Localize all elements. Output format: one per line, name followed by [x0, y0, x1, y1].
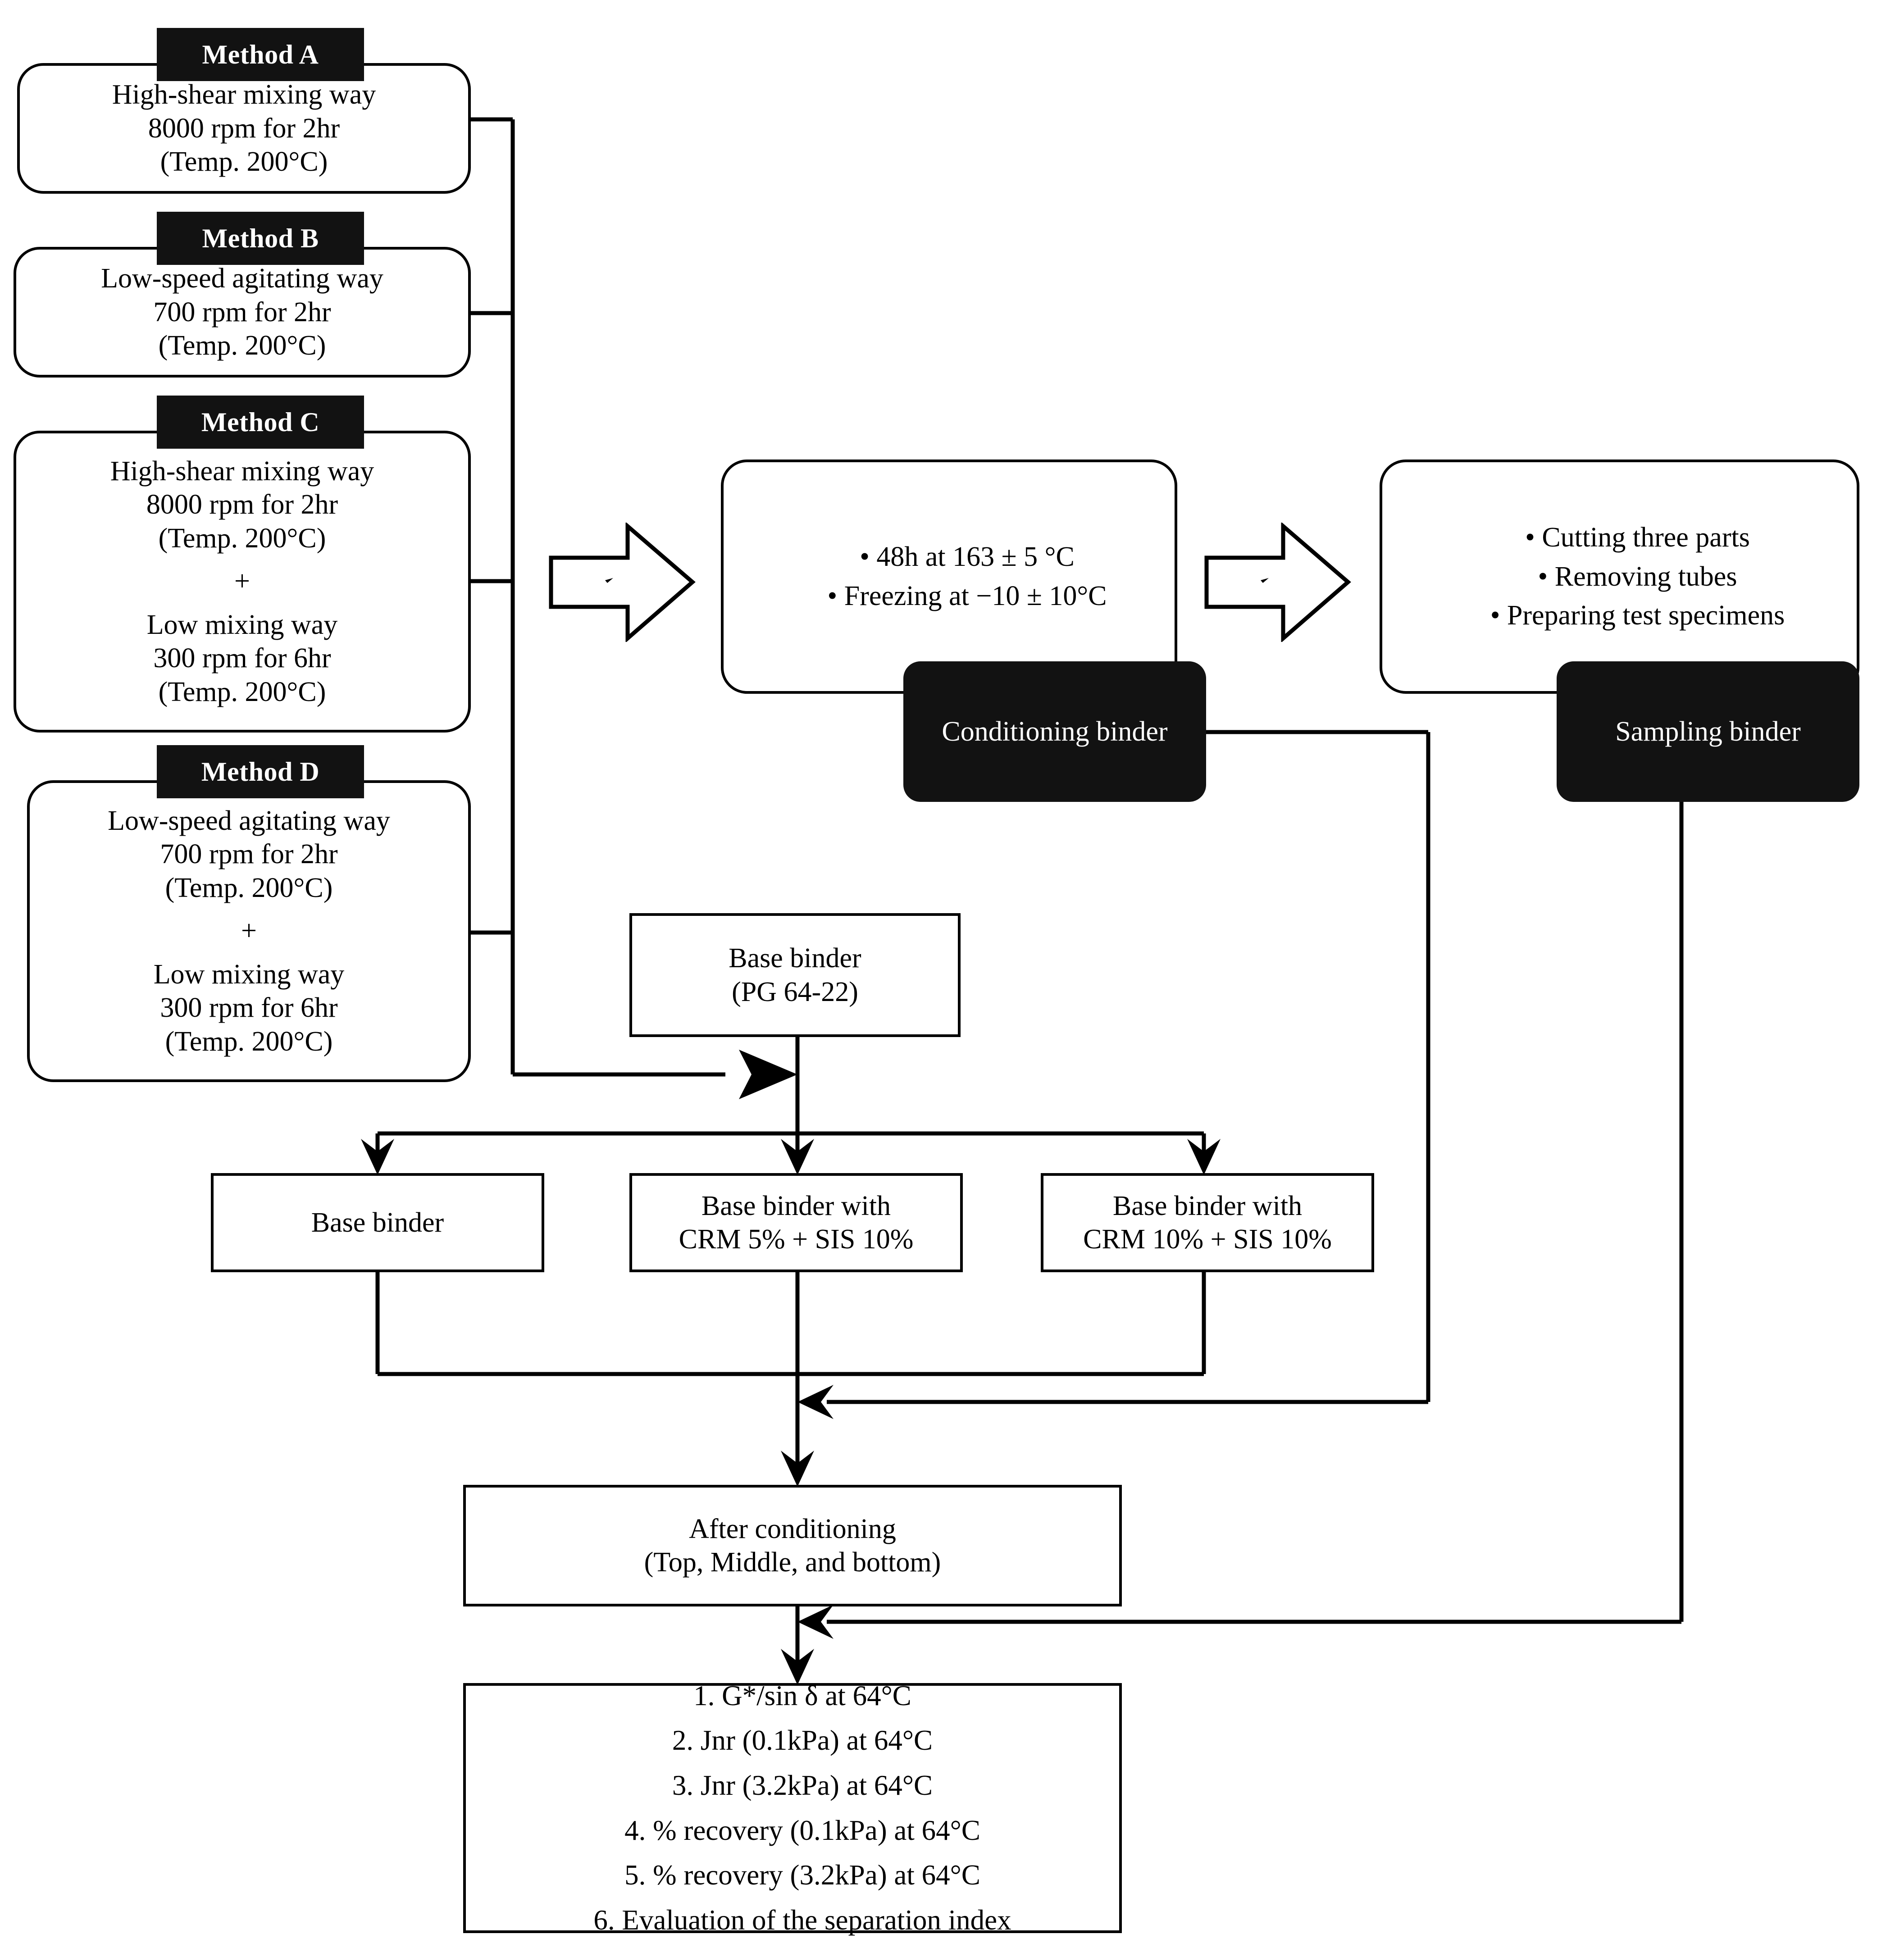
method-d-line-6: 300 rpm for 6hr: [160, 992, 338, 1024]
method-d-box[interactable]: Low-speed agitating way 700 rpm for 2hr …: [27, 780, 471, 1082]
method-b-header-label: Method B: [202, 223, 319, 253]
blend-box-crm5-sis10[interactable]: Base binder with CRM 5% + SIS 10%: [629, 1173, 963, 1272]
arrowhead-conditioning-return: [797, 1385, 834, 1419]
test-item-1: 1. G*/sin δ at 64°C: [693, 1679, 911, 1711]
method-b-line-2: 700 rpm for 2hr: [153, 296, 331, 328]
method-a-line-3: (Temp. 200°C): [160, 146, 328, 177]
sampling-binder-label-box[interactable]: Sampling binder: [1557, 661, 1859, 802]
test-item-6: 6. Evaluation of the separation index: [593, 1904, 1011, 1936]
method-d-line-5: Low mixing way: [153, 959, 345, 990]
method-c-line-5: Low mixing way: [146, 609, 338, 640]
arrowhead-blend-1: [361, 1139, 394, 1175]
blend-box-base-binder[interactable]: Base binder: [211, 1173, 544, 1272]
base-binder-pg-box[interactable]: Base binder (PG 64-22): [629, 913, 961, 1037]
after-conditioning-line-1: After conditioning: [689, 1513, 896, 1544]
arrowhead-blend-2: [781, 1139, 814, 1175]
test-item-5: 5. % recovery (3.2kPa) at 64°C: [624, 1859, 980, 1891]
conditioning-bullet-2: • Freezing at −10 ± 10°C: [827, 581, 1107, 611]
block-arrow-to-conditioning: [547, 523, 696, 642]
method-b-box[interactable]: Low-speed agitating way 700 rpm for 2hr …: [14, 247, 471, 378]
method-c-header: Method C: [157, 396, 364, 449]
method-a-box[interactable]: High-shear mixing way 8000 rpm for 2hr (…: [17, 63, 471, 194]
sampling-bullet-1: • Cutting three parts: [1525, 522, 1750, 553]
sampling-bullet-3: • Preparing test specimens: [1490, 600, 1785, 631]
method-a-header: Method A: [157, 28, 364, 81]
method-c-line-1: High-shear mixing way: [110, 455, 374, 487]
arrowhead-tests: [781, 1649, 814, 1685]
sampling-binder-label: Sampling binder: [1615, 716, 1801, 747]
base-binder-pg-line-1: Base binder: [729, 943, 861, 974]
blend-3-line-1: Base binder with: [1112, 1190, 1303, 1221]
tests-box[interactable]: 1. G*/sin δ at 64°C 2. Jnr (0.1kPa) at 6…: [463, 1680, 1122, 1936]
method-d-header: Method D: [157, 745, 364, 798]
sampling-bullet-2: • Removing tubes: [1538, 561, 1737, 592]
method-b-header: Method B: [157, 212, 364, 265]
blend-1-line-1: Base binder: [311, 1207, 444, 1238]
method-a-line-2: 8000 rpm for 2hr: [148, 113, 340, 144]
method-c-plus: +: [234, 566, 250, 597]
base-binder-pg-line-2: (PG 64-22): [732, 976, 858, 1007]
method-a-line-1: High-shear mixing way: [112, 79, 376, 110]
blend-box-crm10-sis10[interactable]: Base binder with CRM 10% + SIS 10%: [1041, 1173, 1374, 1272]
block-arrow-to-sampling: [1203, 523, 1352, 642]
method-d-line-7: (Temp. 200°C): [165, 1026, 333, 1057]
after-conditioning-box[interactable]: After conditioning (Top, Middle, and bot…: [463, 1485, 1122, 1606]
method-c-line-2: 8000 rpm for 2hr: [146, 489, 338, 520]
test-item-3: 3. Jnr (3.2kPa) at 64°C: [672, 1769, 933, 1801]
method-c-box[interactable]: High-shear mixing way 8000 rpm for 2hr (…: [14, 431, 471, 733]
method-d-line-3: (Temp. 200°C): [165, 872, 333, 903]
conditioning-binder-label-box[interactable]: Conditioning binder: [903, 661, 1206, 802]
method-c-header-label: Method C: [201, 407, 320, 437]
method-c-line-3: (Temp. 200°C): [158, 523, 326, 554]
method-c-line-7: (Temp. 200°C): [158, 676, 326, 707]
conditioning-steps-box[interactable]: • 48h at 163 ± 5 °C • Freezing at −10 ± …: [721, 460, 1177, 694]
method-a-header-label: Method A: [202, 39, 319, 69]
blend-2-line-1: Base binder with: [701, 1190, 891, 1221]
method-c-line-6: 300 rpm for 6hr: [153, 643, 331, 674]
test-item-4: 4. % recovery (0.1kPa) at 64°C: [624, 1814, 980, 1846]
method-b-line-3: (Temp. 200°C): [158, 330, 326, 361]
method-b-line-1: Low-speed agitating way: [101, 263, 383, 294]
arrowhead-blend-3: [1187, 1139, 1221, 1175]
method-d-plus: +: [241, 915, 257, 946]
conditioning-binder-label: Conditioning binder: [942, 716, 1168, 747]
after-conditioning-line-2: (Top, Middle, and bottom): [644, 1547, 941, 1578]
test-item-2: 2. Jnr (0.1kPa) at 64°C: [672, 1725, 933, 1756]
blend-3-line-2: CRM 10% + SIS 10%: [1083, 1224, 1332, 1255]
method-d-header-label: Method D: [201, 756, 320, 787]
conditioning-bullet-1: • 48h at 163 ± 5 °C: [860, 541, 1075, 573]
arrowhead-sampling-return: [797, 1605, 834, 1639]
arrowhead-after-conditioning: [781, 1451, 814, 1487]
blend-2-line-2: CRM 5% + SIS 10%: [679, 1224, 914, 1255]
method-d-line-1: Low-speed agitating way: [108, 805, 390, 836]
arrowhead-methods-to-spine: [739, 1050, 797, 1099]
sampling-steps-box[interactable]: • Cutting three parts • Removing tubes •…: [1380, 460, 1859, 694]
method-d-line-2: 700 rpm for 2hr: [160, 839, 338, 870]
